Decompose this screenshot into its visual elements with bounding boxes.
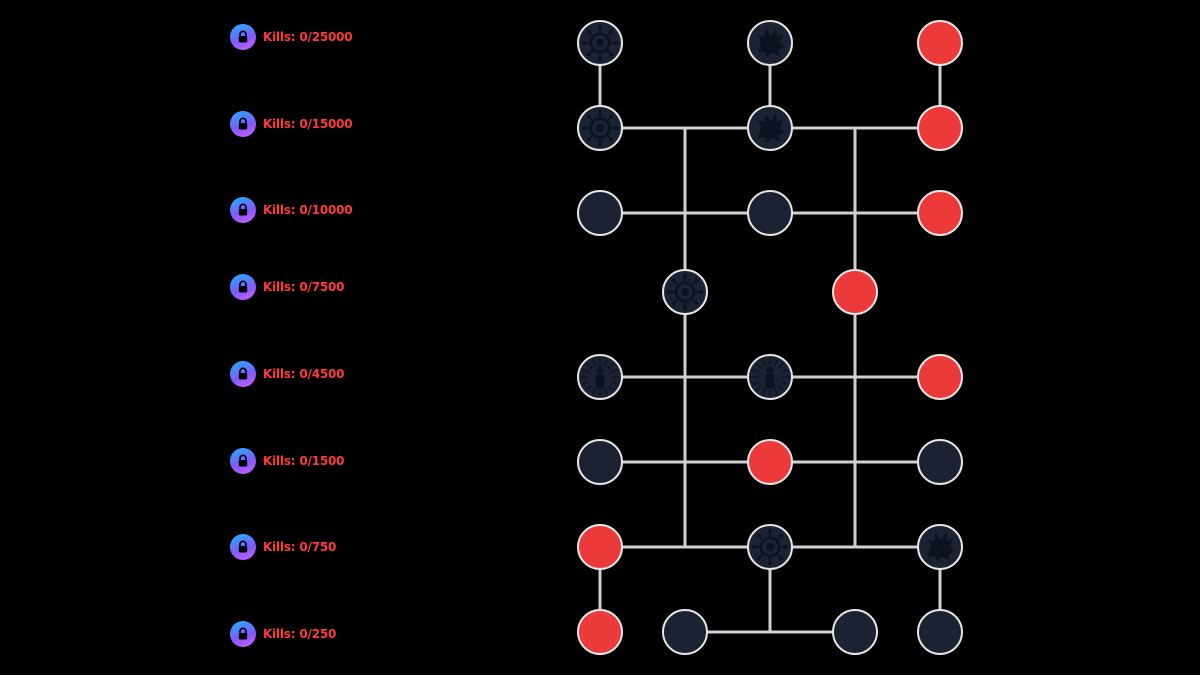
skill-node-active[interactable] [917,354,963,400]
skill-node-circle [917,439,963,485]
skill-node-circle [917,105,963,151]
skill-node-circle [917,354,963,400]
skill-node-circle [832,609,878,655]
kills-requirement-label: Kills: 0/10000 [263,203,353,217]
lock-icon [230,448,256,474]
skill-node-locked[interactable] [747,524,793,570]
skill-node-circle [747,439,793,485]
lock-icon [230,274,256,300]
skill-node-circle [577,190,623,236]
skill-node-locked[interactable] [917,524,963,570]
lock-icon [230,197,256,223]
skill-node-active[interactable] [917,190,963,236]
kills-requirement-label: Kills: 0/15000 [263,117,353,131]
skill-node-locked[interactable] [662,269,708,315]
lock-icon [230,111,256,137]
skill-node-locked[interactable] [577,439,623,485]
virus-icon [667,274,703,310]
skill-node-locked[interactable] [747,20,793,66]
kills-requirement-label: Kills: 0/1500 [263,454,345,468]
skill-node-circle [917,609,963,655]
tier-row-7500: Kills: 0/7500 [230,273,344,301]
skill-node-locked[interactable] [577,354,623,400]
skill-node-locked[interactable] [917,609,963,655]
skill-node-locked[interactable] [917,439,963,485]
kills-requirement-label: Kills: 0/7500 [263,280,345,294]
virus-icon [752,529,788,565]
tier-row-25000: Kills: 0/25000 [230,23,353,51]
tier-row-4500: Kills: 0/4500 [230,360,344,388]
kills-requirement-label: Kills: 0/25000 [263,30,353,44]
skill-node-circle [832,269,878,315]
skill-node-circle [917,190,963,236]
virus-icon [582,25,618,61]
tier-row-250: Kills: 0/250 [230,620,336,648]
skill-node-active[interactable] [577,609,623,655]
skill-node-circle [577,439,623,485]
virus-icon [582,110,618,146]
skill-node-active[interactable] [832,269,878,315]
kills-requirement-label: Kills: 0/4500 [263,367,345,381]
skill-node-active[interactable] [917,105,963,151]
radiant-figure-icon [751,358,789,396]
skill-node-locked[interactable] [577,20,623,66]
tier-row-10000: Kills: 0/10000 [230,196,353,224]
skill-node-locked[interactable] [662,609,708,655]
skill-node-circle [577,524,623,570]
skill-node-active[interactable] [577,524,623,570]
skill-node-locked[interactable] [747,354,793,400]
tier-row-15000: Kills: 0/15000 [230,110,353,138]
skill-node-circle [917,20,963,66]
flame-wolf-icon [757,113,784,142]
lock-icon [230,534,256,560]
tree-nodes [577,20,963,655]
lock-icon [230,24,256,50]
kills-requirement-label: Kills: 0/250 [263,627,337,641]
skill-node-locked[interactable] [577,190,623,236]
flame-wolf-icon [757,28,784,57]
lock-icon [230,621,256,647]
lock-icon [230,361,256,387]
skill-node-active[interactable] [917,20,963,66]
skill-node-locked[interactable] [577,105,623,151]
skill-node-active[interactable] [747,439,793,485]
skill-node-locked[interactable] [747,190,793,236]
kills-requirement-label: Kills: 0/750 [263,540,337,554]
skill-node-circle [662,609,708,655]
tier-row-1500: Kills: 0/1500 [230,447,344,475]
tier-row-750: Kills: 0/750 [230,533,336,561]
skill-node-circle [747,190,793,236]
skill-node-locked[interactable] [832,609,878,655]
radiant-figure-icon [581,358,619,396]
skill-node-circle [577,609,623,655]
flame-wolf-icon [927,532,954,561]
skill-node-locked[interactable] [747,105,793,151]
